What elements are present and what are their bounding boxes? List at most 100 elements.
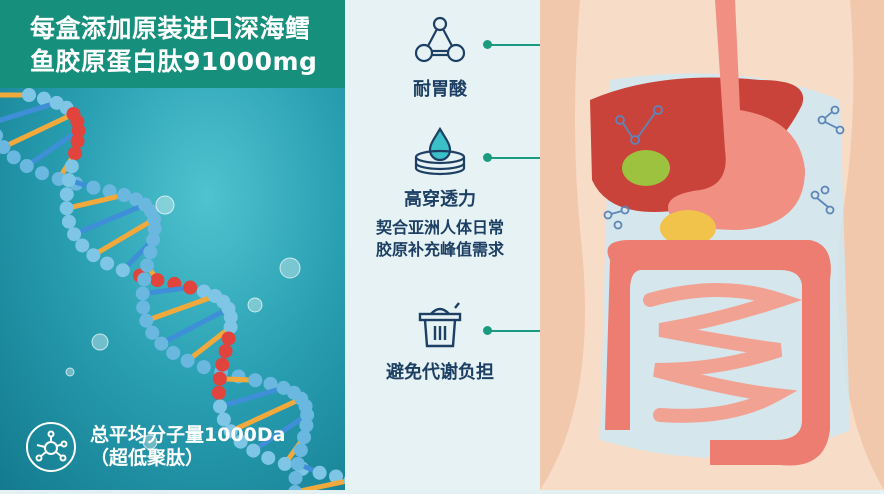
backbone-bead [102, 184, 117, 199]
backbone-bead [154, 336, 169, 351]
backbone-bead [216, 412, 231, 427]
backbone-bead [290, 456, 305, 471]
backbone-bead [36, 91, 51, 106]
backbone-bead [135, 286, 150, 301]
bubble [65, 367, 75, 377]
backbone-bead [312, 465, 327, 480]
base-pair [142, 285, 191, 297]
backbone-bead [288, 485, 302, 490]
base-pair [160, 306, 230, 346]
backbone-bead [299, 418, 314, 433]
digestive-system-panel [540, 0, 884, 490]
base-pair [2, 111, 75, 150]
backbone-bead [136, 300, 151, 315]
bubble [247, 297, 263, 313]
backbone-bead [61, 214, 76, 229]
trash-basket-icon [418, 302, 462, 348]
backbone-bead [67, 227, 82, 242]
backbone-bead [71, 123, 86, 138]
backbone-bead [196, 284, 211, 299]
backbone-bead [223, 320, 238, 335]
backbone-bead [300, 407, 315, 422]
backbone-bead [115, 263, 130, 278]
feature-label: 耐胃酸 [413, 79, 467, 100]
backbone-bead [288, 470, 303, 485]
backbone-bead [263, 376, 278, 391]
backbone-bead [212, 371, 227, 386]
features-panel: 耐胃酸 高穿透力 契合亚洲人体日常 胶原补充峰值需求 避免代谢负担 [345, 0, 740, 490]
base-pair [121, 238, 155, 272]
backbone-bead [212, 399, 227, 414]
molecule-icon [26, 422, 76, 472]
feature-subtext: 契合亚洲人体日常 [375, 218, 504, 237]
backbone-bead [223, 310, 238, 325]
molecule-decorations [603, 105, 845, 230]
base-pair [219, 385, 285, 409]
backbone-bead [137, 272, 152, 287]
backbone-bead [70, 134, 85, 149]
torso-edge [540, 0, 585, 490]
base-pair [92, 217, 156, 258]
base-pair [251, 412, 309, 453]
backbone-bead [59, 187, 74, 202]
backbone-bead [215, 357, 230, 372]
backbone-bead [343, 476, 345, 485]
backbone-bead [75, 238, 90, 253]
bubble [91, 333, 109, 351]
headline-line2: 鱼胶原蛋白肽91000mg [30, 47, 318, 76]
backbone-bead [183, 280, 198, 295]
feature-label: 高穿透力 [404, 189, 476, 210]
small-intestine [643, 283, 803, 423]
base-pair [229, 396, 303, 434]
backbone-bead [22, 88, 36, 102]
backbone-bead [246, 443, 261, 458]
molecular-weight-subtext: （超低聚肽） [90, 447, 205, 469]
backbone-bead [0, 140, 11, 155]
connector-dot [483, 40, 492, 49]
backbone-bead [218, 344, 233, 359]
base-pair [73, 202, 146, 237]
backbone-bead [61, 173, 76, 188]
molecule-triangle-icon [414, 16, 466, 63]
backbone-bead [145, 325, 160, 340]
water-drop-disc-icon [414, 126, 466, 176]
backbone-bead [146, 232, 161, 247]
connector-dot [483, 153, 492, 162]
backbone-bead [150, 273, 165, 288]
backbone-bead [221, 331, 236, 346]
backbone-bead [139, 313, 154, 328]
feature-high-penetration: 高穿透力 契合亚洲人体日常 胶原补充峰值需求 [345, 125, 535, 261]
backbone-bead [147, 221, 162, 236]
base-pair [186, 325, 233, 363]
backbone-bead [223, 424, 238, 439]
base-pair [25, 128, 80, 169]
digestive-system-illustration [540, 0, 884, 490]
stomach [668, 0, 805, 230]
dna-helix-illustration [0, 88, 345, 490]
dna-panel: 每盒添加原装进口深海鳕 鱼胶原蛋白肽91000mg 总平均分子量1000Da （… [0, 0, 345, 490]
backbone-bead [248, 373, 263, 388]
feature-no-metabolic-burden: 避免代谢负担 [345, 300, 535, 384]
backbone-bead [196, 360, 211, 375]
feature-subtext: 胶原补充峰值需求 [375, 240, 504, 259]
torso-edge [838, 0, 884, 490]
backbone-bead [0, 129, 4, 142]
feature-acid-resistant: 耐胃酸 [345, 15, 535, 101]
backbone-bead [117, 188, 132, 203]
base-pair [294, 478, 345, 490]
backbone-bead [293, 443, 308, 458]
backbone-bead [59, 201, 74, 216]
backbone-bead [6, 150, 21, 165]
backbone-bead [64, 159, 79, 174]
backbone-bead [86, 248, 101, 263]
backbone-bead [166, 345, 181, 360]
connector-dot [483, 326, 492, 335]
pancreas [660, 210, 716, 246]
headline-line1: 每盒添加原装进口深海鳕 [30, 14, 311, 43]
backbone-bead [277, 456, 292, 471]
large-intestine [605, 240, 831, 466]
backbone-bead [297, 430, 312, 445]
backbone-bead [68, 146, 83, 161]
backbone-bead [143, 245, 158, 260]
base-pair [0, 100, 58, 123]
